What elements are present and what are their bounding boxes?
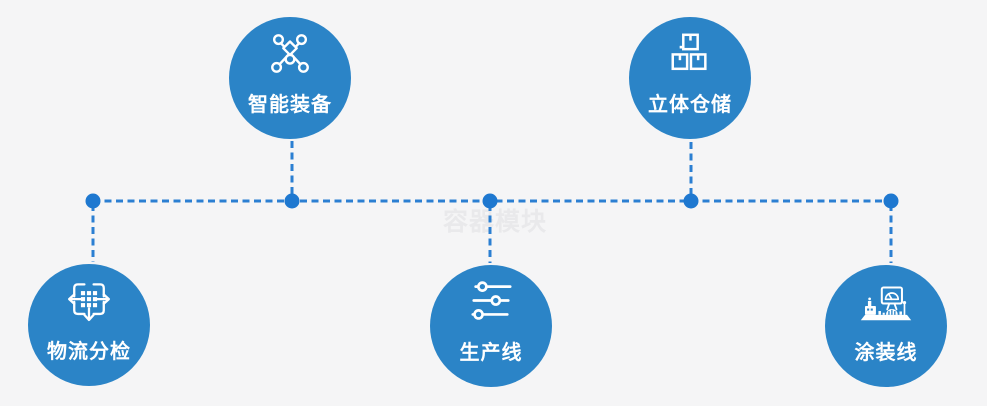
node-label: 生产线: [459, 342, 523, 364]
node-label: 立体仓储: [648, 94, 732, 116]
node-circle[interactable]: 涂装线: [825, 265, 947, 387]
node-smart-equipment[interactable]: 智能装备: [229, 17, 351, 139]
node-label: 物流分检: [47, 341, 131, 363]
node-logistics-sorting[interactable]: 物流分检: [28, 264, 150, 386]
node-circle[interactable]: 智能装备: [229, 17, 351, 139]
sorting-crosshair-icon: [68, 283, 110, 322]
node-circle[interactable]: 生产线: [430, 265, 552, 387]
junction-dot: [85, 193, 101, 209]
node-circle[interactable]: 物流分检: [28, 264, 150, 386]
painting-machine-icon: [860, 286, 912, 321]
node-production-line[interactable]: 生产线: [430, 265, 552, 387]
stacked-boxes-icon: [671, 33, 707, 71]
node-label: 智能装备: [248, 94, 332, 116]
watermark: 容器模块: [443, 208, 548, 236]
node-stereo-warehouse[interactable]: 立体仓储: [629, 17, 751, 139]
junction-dot: [284, 193, 300, 209]
network-nodes-icon: [271, 34, 309, 73]
sliders-icon: [471, 281, 512, 320]
junction-dot: [482, 193, 498, 209]
junction-dot: [883, 193, 899, 209]
node-painting-line[interactable]: 涂装线: [825, 265, 947, 387]
node-label: 涂装线: [854, 342, 918, 364]
junction-dot: [683, 193, 699, 209]
node-circle[interactable]: 立体仓储: [629, 17, 751, 139]
